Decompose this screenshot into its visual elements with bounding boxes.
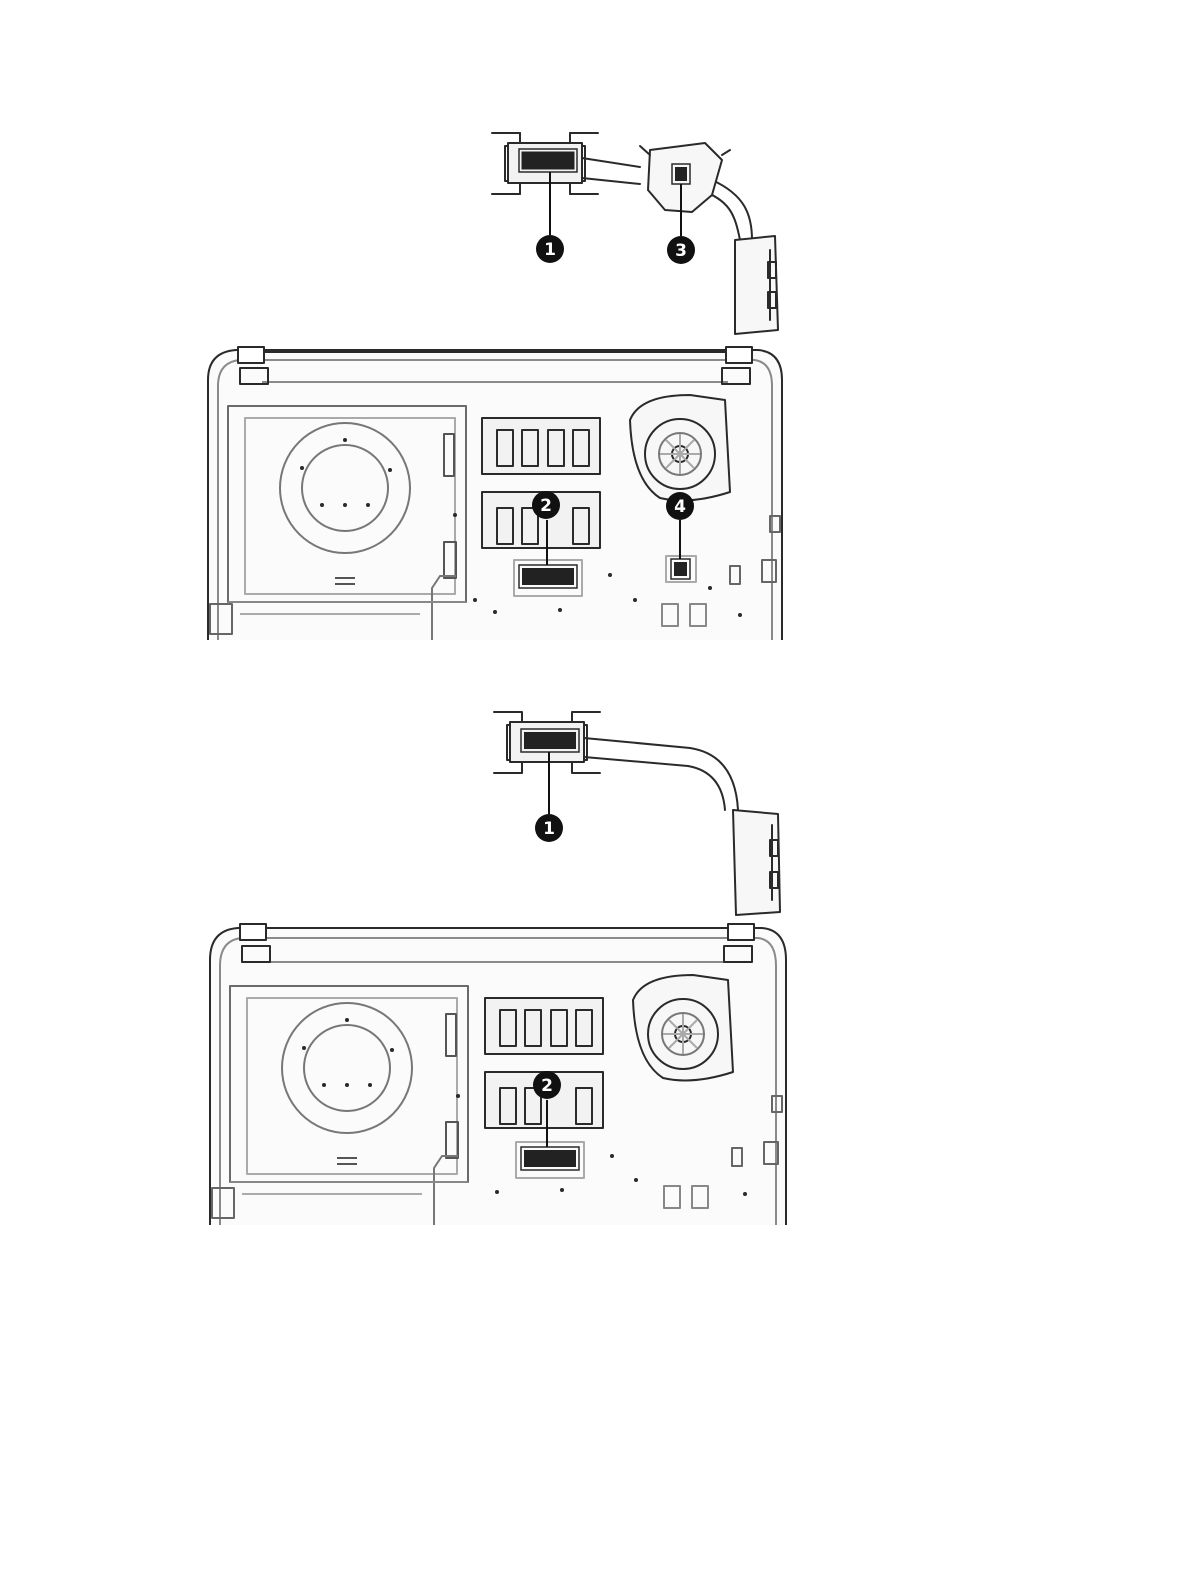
figure-top: 1 3 2 4: [0, 0, 1189, 660]
base-enclosure: [210, 924, 786, 1225]
heatsink-pad-1: [522, 152, 574, 169]
heatsink-pad-1: [524, 732, 576, 749]
board-pad-2: [522, 568, 574, 585]
figure-bottom-drawing: 1 2: [0, 660, 1189, 1260]
board-pad-2: [524, 1150, 576, 1167]
svg-text:2: 2: [541, 1076, 553, 1096]
figure-top-drawing: 1 3 2 4: [0, 0, 1189, 660]
base-enclosure: [208, 347, 782, 640]
svg-text:4: 4: [674, 497, 686, 517]
callout-3: 3: [667, 236, 695, 264]
board-pad-4: [674, 562, 687, 576]
callout-1: 1: [535, 814, 563, 842]
svg-text:1: 1: [543, 819, 555, 839]
heat-pipe: [584, 738, 738, 810]
svg-text:2: 2: [540, 496, 552, 516]
heat-pipe: [582, 158, 640, 184]
svg-text:1: 1: [544, 240, 556, 260]
callout-4: 4: [666, 492, 694, 520]
figure-bottom: 1 2: [0, 660, 1189, 1260]
heatsink-pad-3: [675, 167, 687, 181]
callout-2: 2: [533, 1071, 561, 1099]
callout-1: 1: [536, 235, 564, 263]
heatsink-fin-stack: [735, 236, 778, 334]
svg-text:3: 3: [675, 241, 687, 261]
callout-2: 2: [532, 491, 560, 519]
